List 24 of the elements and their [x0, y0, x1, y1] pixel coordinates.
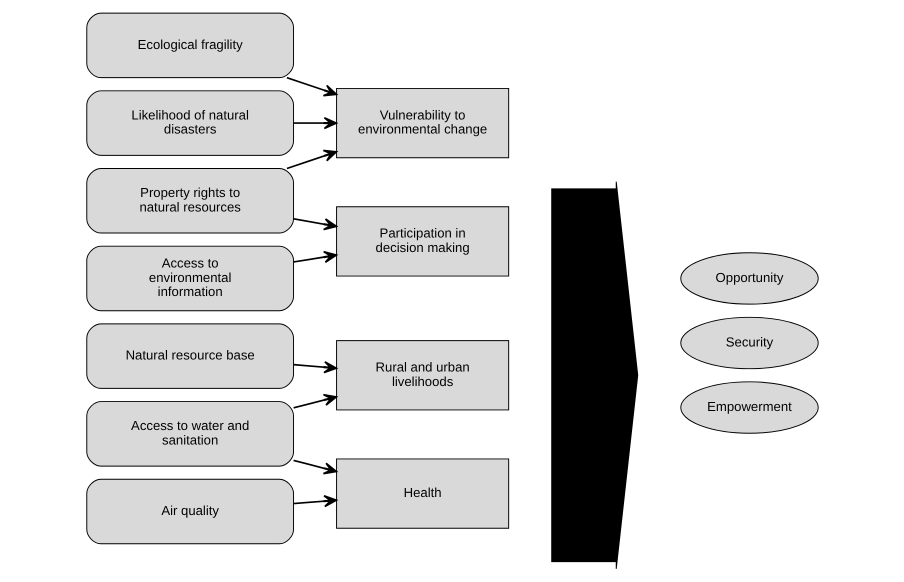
node-box: Access to water and sanitation	[86, 401, 294, 467]
node-ellipse: Empowerment	[680, 381, 818, 434]
node-box: Likelihood of natural disasters	[86, 90, 294, 156]
arrow	[292, 394, 337, 409]
node-box: Health	[336, 458, 509, 529]
node-box: Air quality	[86, 478, 294, 544]
arrow	[293, 494, 337, 508]
node-box: Ecological fragility	[86, 12, 294, 78]
node-box: Natural resource base	[86, 323, 294, 389]
node-box: Participation in decision making	[336, 206, 509, 277]
node-box: Access to environmental information	[86, 246, 294, 312]
arrow	[286, 76, 337, 96]
node-ellipse: Opportunity	[680, 252, 818, 305]
node-arrow	[550, 181, 638, 570]
arrow	[292, 250, 337, 264]
arrow	[292, 460, 337, 475]
arrow	[292, 218, 337, 230]
node-ellipse: Security	[680, 316, 818, 370]
node-box: Property rights to natural resources	[86, 168, 294, 234]
node-box: Vulnerability to environmental change	[336, 88, 509, 158]
arrow	[286, 150, 337, 170]
node-box: Rural and urban livelihoods	[336, 340, 509, 410]
arrow	[293, 116, 337, 130]
arrow	[293, 361, 337, 374]
